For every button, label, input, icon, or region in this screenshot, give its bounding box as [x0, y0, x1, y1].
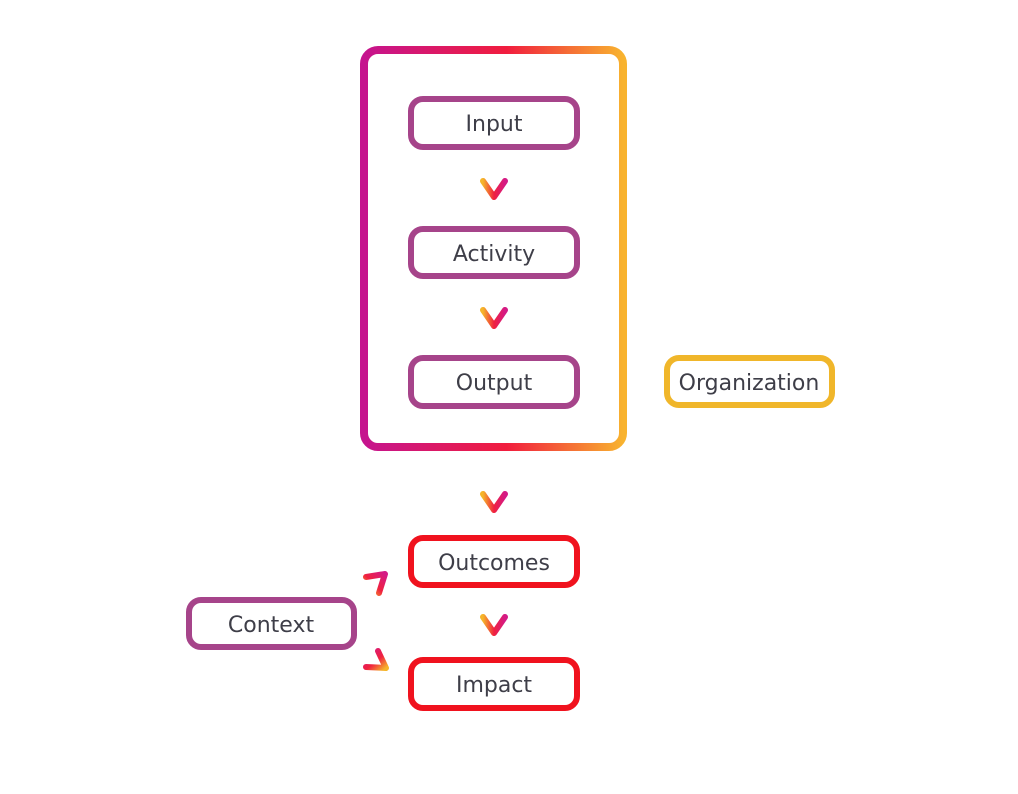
organization-container [360, 46, 627, 451]
output-node: Output [408, 355, 580, 409]
activity-label: Activity [453, 242, 535, 267]
outcomes-node: Outcomes [408, 535, 580, 588]
organization-node: Organization [664, 355, 835, 408]
activity-node: Activity [408, 226, 580, 279]
context-node: Context [186, 597, 357, 650]
input-node: Input [408, 96, 580, 150]
arrow-down-icon [480, 614, 508, 636]
organization-label: Organization [679, 371, 820, 396]
context-label: Context [228, 613, 315, 638]
arrow-down-icon [480, 307, 508, 329]
input-label: Input [466, 112, 523, 137]
impact-node: Impact [408, 657, 580, 711]
arrow-up-right-icon [363, 571, 388, 596]
arrow-down-right-icon [363, 648, 389, 671]
arrow-down-icon [480, 178, 508, 200]
output-label: Output [456, 371, 533, 396]
outcomes-label: Outcomes [438, 551, 550, 576]
impact-label: Impact [456, 673, 532, 698]
arrow-down-icon [480, 491, 508, 513]
